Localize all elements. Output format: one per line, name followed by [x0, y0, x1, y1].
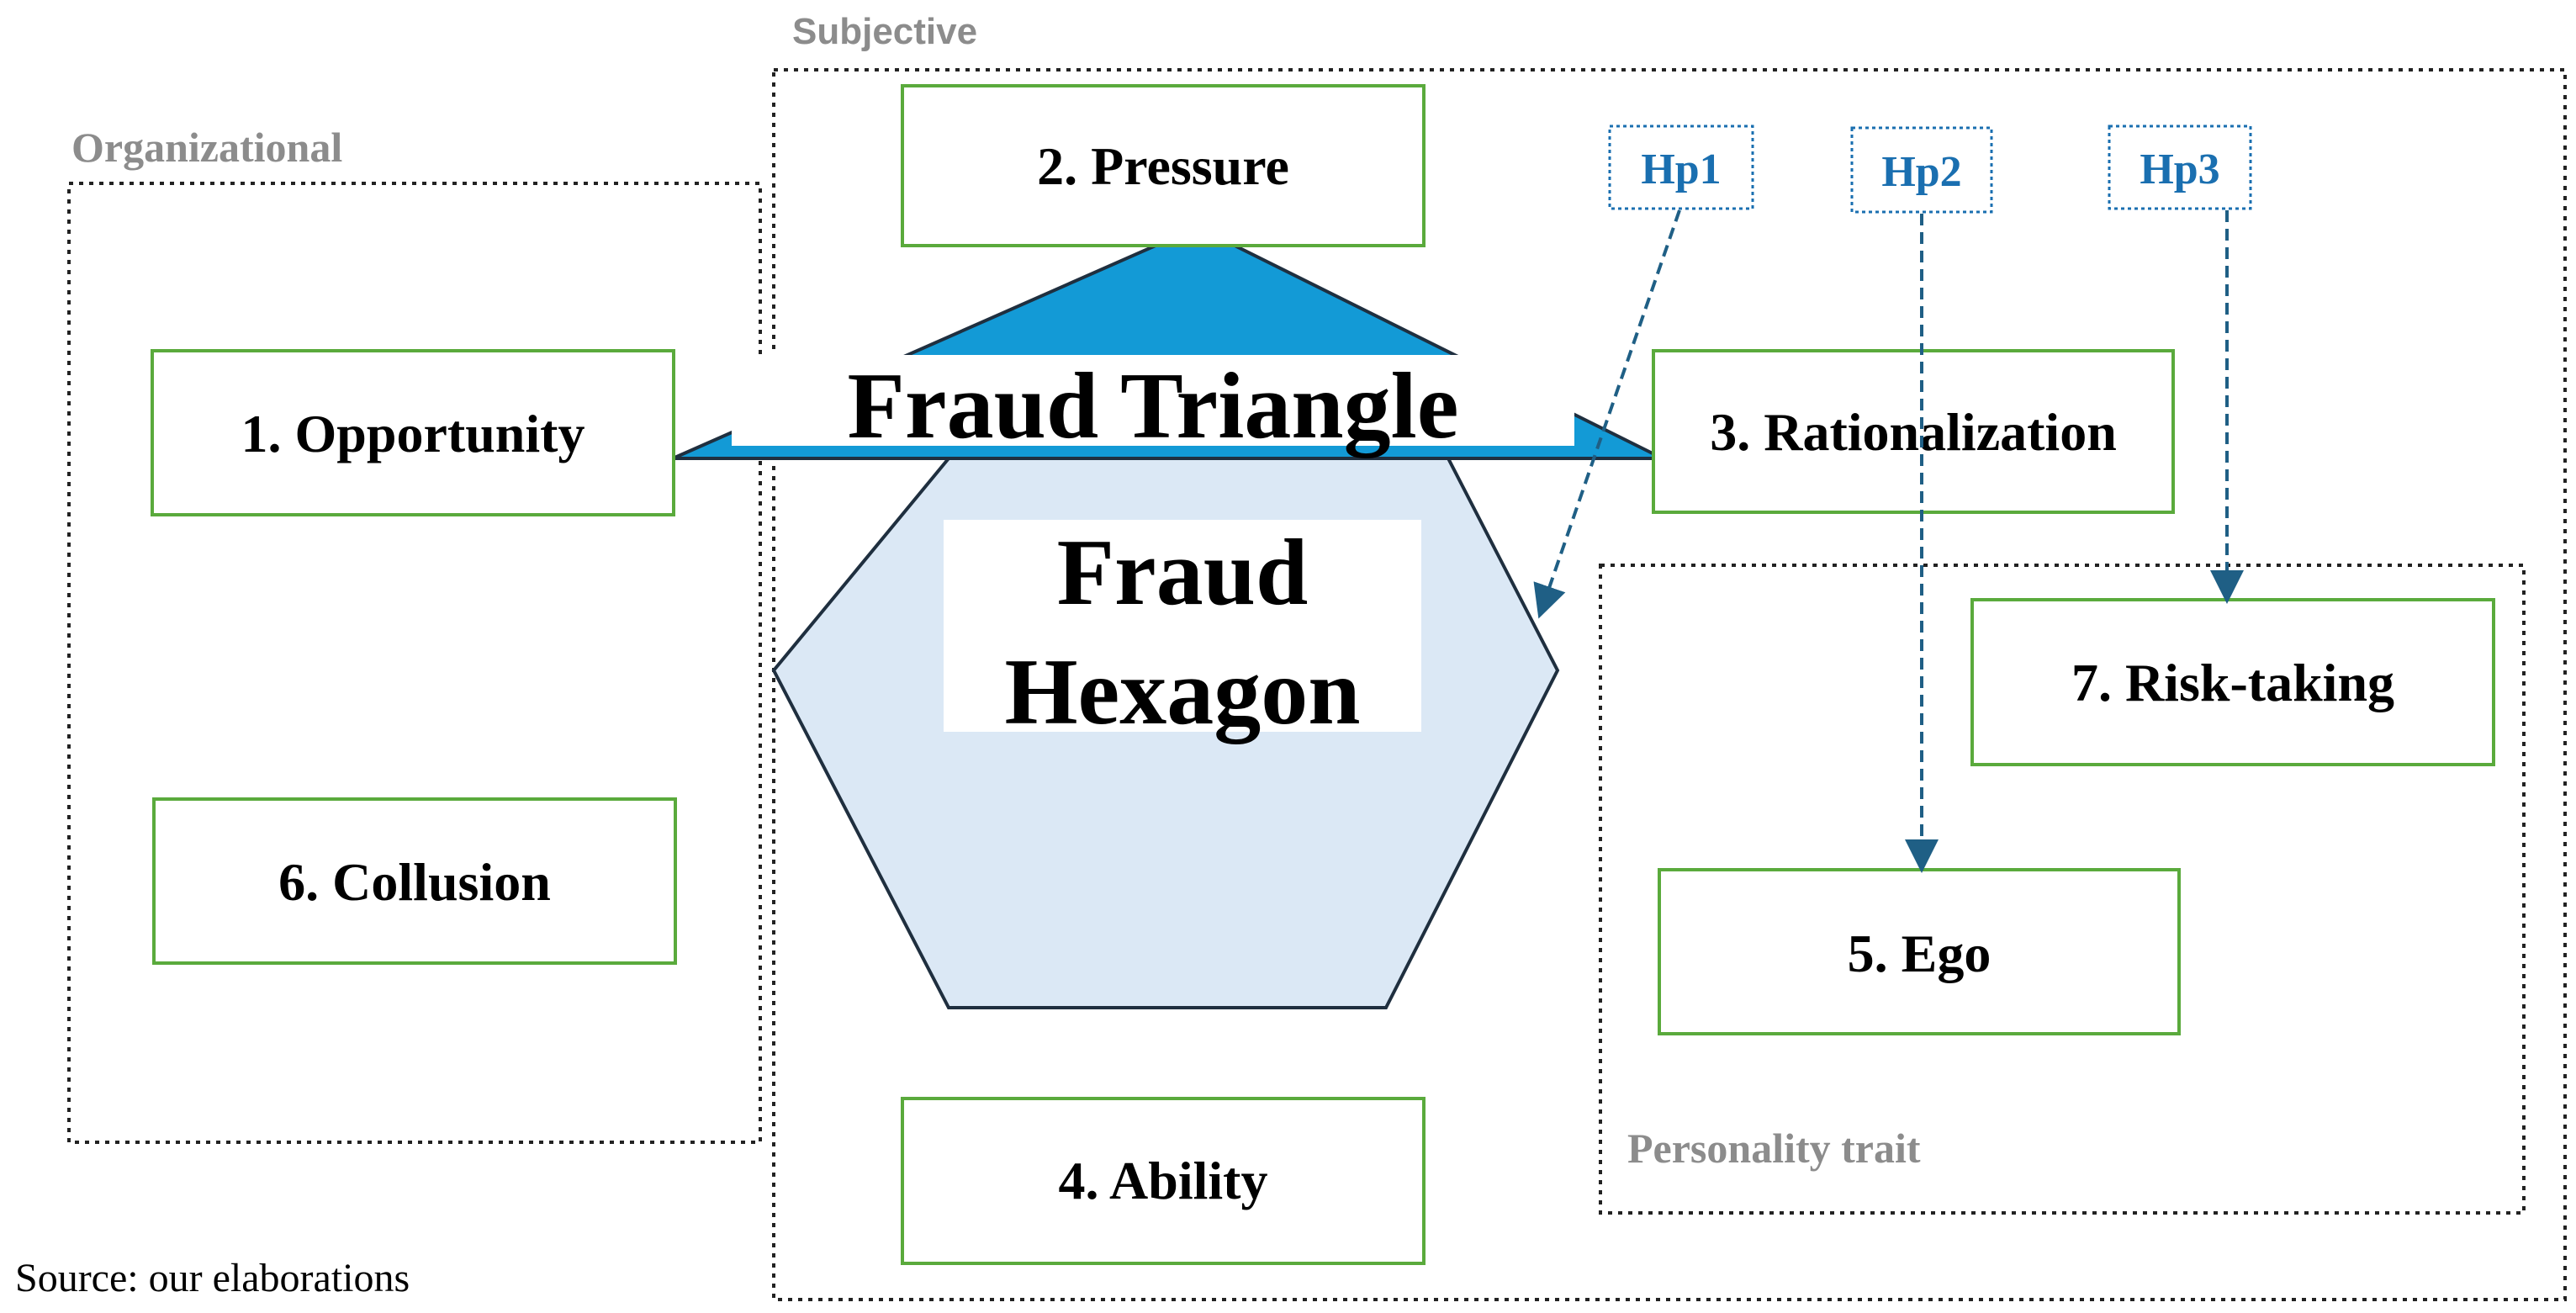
opportunity-label: 1. Opportunity [241, 404, 585, 463]
ego-label: 5. Ego [1848, 924, 1992, 983]
organizational-group [67, 182, 762, 1144]
fraud-triangle-title: Fraud Triangle [847, 354, 1458, 458]
personality-trait-group-label: Personality trait [1627, 1125, 1921, 1172]
pressure-label: 2. Pressure [1037, 136, 1289, 196]
ego-box: 5. Ego [1658, 868, 2181, 1035]
risk-taking-label: 7. Risk-taking [2071, 653, 2394, 712]
rationalization-label: 3. Rationalization [1710, 402, 2117, 462]
collusion-label: 6. Collusion [278, 852, 551, 912]
hp2-label: Hp2 [1881, 148, 1961, 196]
fraud-hexagon-title-line1: Fraud [1057, 521, 1309, 625]
source-note: Source: our elaborations [15, 1256, 410, 1300]
risk-taking-box: 7. Risk-taking [1970, 598, 2495, 766]
collusion-box: 6. Collusion [152, 797, 677, 965]
hp3-label: Hp3 [2140, 146, 2219, 193]
pressure-box: 2. Pressure [901, 84, 1426, 247]
fraud-hexagon-title-bg [944, 520, 1421, 732]
hp2-tag: Hp2 [1850, 126, 1993, 214]
hp1-arrow [1533, 209, 1681, 619]
fraud-hexagon-title-line2: Hexagon [1004, 640, 1360, 744]
ability-box: 4. Ability [901, 1097, 1426, 1265]
personality-trait-group [1599, 564, 2526, 1215]
subjective-group [772, 68, 2567, 1301]
fraud-triangle-title-bg [732, 355, 1574, 446]
opportunity-box: 1. Opportunity [151, 349, 675, 516]
hp1-label: Hp1 [1641, 146, 1721, 193]
hp3-tag: Hp3 [2108, 124, 2252, 210]
ability-label: 4. Ability [1059, 1151, 1268, 1210]
rationalization-box: 3. Rationalization [1652, 349, 2175, 514]
subjective-group-label: Subjective [792, 11, 977, 52]
hp1-tag: Hp1 [1608, 124, 1754, 210]
organizational-group-label: Organizational [71, 124, 342, 171]
